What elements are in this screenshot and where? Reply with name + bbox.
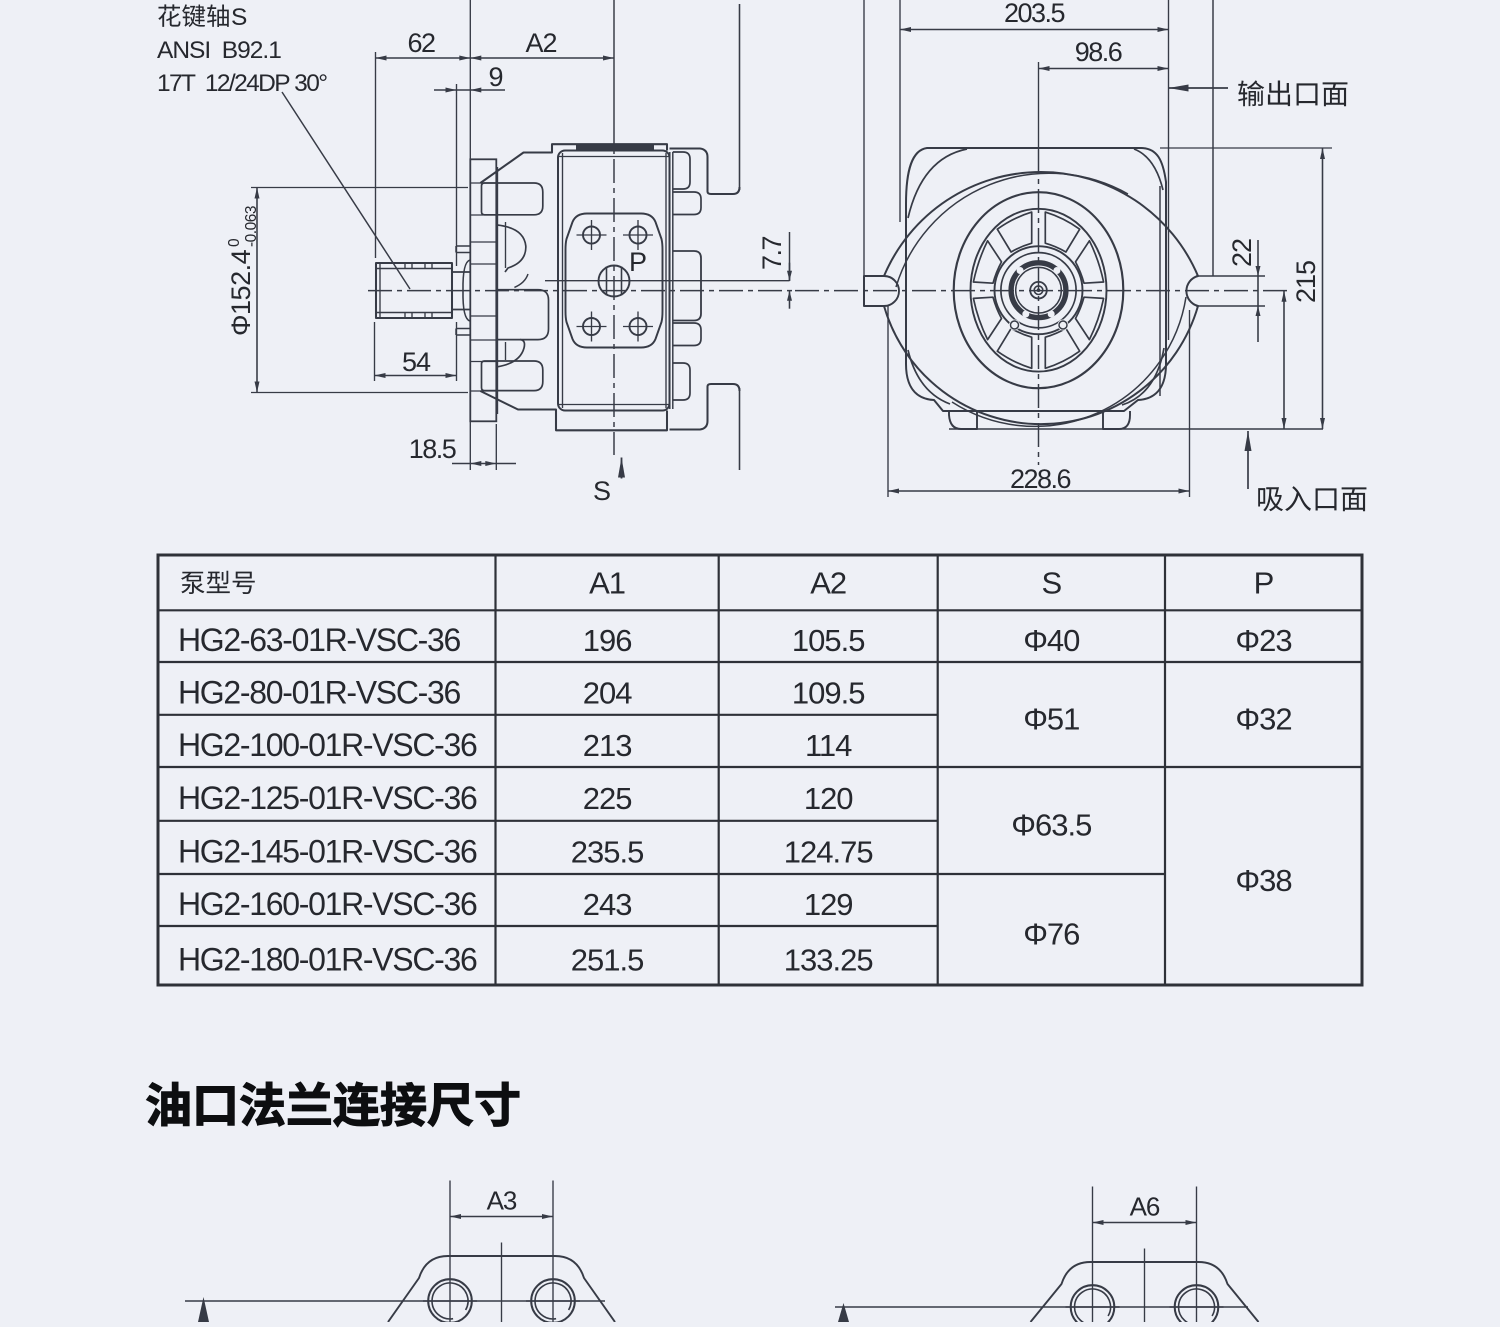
svg-text:HG2-100-01R-VSC-36: HG2-100-01R-VSC-36 — [178, 727, 477, 763]
svg-text:228.6: 228.6 — [1010, 464, 1071, 494]
svg-text:17T 12/24DP 30°: 17T 12/24DP 30° — [157, 70, 327, 97]
svg-text:Φ63.5: Φ63.5 — [1011, 808, 1091, 843]
svg-text:98.6: 98.6 — [1075, 37, 1122, 67]
svg-text:243: 243 — [583, 887, 632, 922]
svg-text:105.5: 105.5 — [792, 623, 865, 658]
svg-text:22: 22 — [1227, 239, 1257, 267]
svg-text:A2: A2 — [525, 28, 556, 58]
svg-text:Φ152.4: Φ152.4 — [226, 249, 256, 336]
svg-text:HG2-80-01R-VSC-36: HG2-80-01R-VSC-36 — [178, 674, 461, 710]
svg-text:204: 204 — [583, 675, 632, 710]
svg-text:109.5: 109.5 — [792, 675, 865, 710]
svg-text:A3: A3 — [487, 1186, 517, 1216]
svg-text:Φ40: Φ40 — [1023, 623, 1080, 658]
svg-text:120: 120 — [804, 781, 853, 816]
svg-text:Φ51: Φ51 — [1023, 702, 1079, 737]
svg-text:114: 114 — [805, 728, 852, 763]
svg-text:18.5: 18.5 — [409, 434, 456, 464]
svg-text:-0.063: -0.063 — [243, 206, 260, 247]
svg-text:A1: A1 — [589, 566, 625, 601]
svg-text:HG2-160-01R-VSC-36: HG2-160-01R-VSC-36 — [178, 886, 477, 922]
svg-text:P: P — [1254, 566, 1274, 601]
svg-text:213: 213 — [583, 728, 632, 763]
svg-text:HG2-125-01R-VSC-36: HG2-125-01R-VSC-36 — [178, 780, 477, 816]
svg-text:9: 9 — [488, 62, 503, 92]
svg-text:ANSI B92.1: ANSI B92.1 — [157, 37, 281, 64]
svg-text:133.25: 133.25 — [784, 943, 873, 978]
svg-text:196: 196 — [583, 623, 632, 658]
svg-text:7.7: 7.7 — [757, 236, 787, 270]
svg-text:62: 62 — [407, 28, 435, 58]
svg-text:A2: A2 — [810, 566, 846, 601]
svg-text:129: 129 — [804, 887, 853, 922]
svg-text:HG2-145-01R-VSC-36: HG2-145-01R-VSC-36 — [178, 833, 477, 869]
svg-text:Φ32: Φ32 — [1235, 702, 1291, 737]
svg-text:225: 225 — [583, 781, 632, 816]
svg-text:Φ23: Φ23 — [1235, 623, 1291, 658]
svg-text:P: P — [629, 247, 646, 277]
svg-text:Φ76: Φ76 — [1023, 917, 1079, 952]
svg-text:A6: A6 — [1130, 1192, 1160, 1222]
svg-text:235.5: 235.5 — [571, 834, 644, 869]
svg-text:203.5: 203.5 — [1004, 0, 1065, 28]
svg-text:HG2-63-01R-VSC-36: HG2-63-01R-VSC-36 — [178, 622, 461, 658]
svg-text:215: 215 — [1291, 261, 1321, 303]
svg-text:54: 54 — [402, 347, 431, 377]
svg-text:S: S — [1041, 566, 1061, 601]
svg-text:0: 0 — [226, 238, 243, 247]
svg-text:S: S — [231, 4, 247, 31]
svg-text:Φ38: Φ38 — [1235, 863, 1291, 898]
svg-text:124.75: 124.75 — [784, 834, 873, 869]
svg-text:S: S — [593, 476, 611, 506]
svg-text:HG2-180-01R-VSC-36: HG2-180-01R-VSC-36 — [178, 942, 477, 978]
svg-text:251.5: 251.5 — [571, 943, 644, 978]
